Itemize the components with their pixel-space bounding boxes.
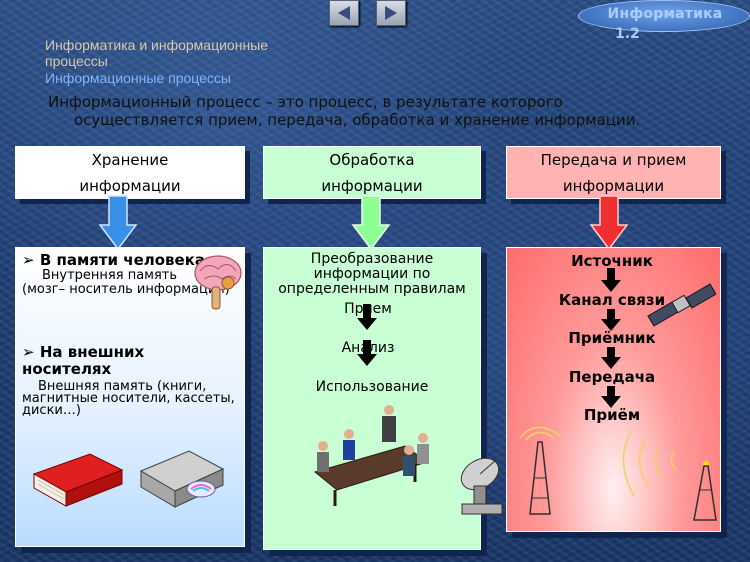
storage-item2-label2: носителях	[22, 360, 112, 378]
checkmark-icon: ➢	[22, 343, 35, 361]
down-arrow-small-icon	[601, 386, 621, 408]
brain-icon	[194, 255, 242, 310]
down-arrow-blue-icon	[98, 195, 138, 251]
antenna-tower-right-icon	[622, 429, 717, 521]
logo-number: 1.2	[615, 26, 640, 42]
processing-desc-line1: Преобразование	[310, 251, 434, 267]
down-arrow-small-icon	[601, 347, 621, 369]
definition-text: Информационный процесс – это процесс, в …	[48, 93, 728, 129]
antenna-tower-left-icon	[519, 426, 561, 515]
triangle-left-icon	[338, 6, 350, 20]
definition-line1: Информационный процесс – это процесс, в …	[48, 93, 563, 111]
triangle-right-icon	[385, 6, 397, 20]
next-slide-button[interactable]	[376, 0, 406, 26]
transfer-step3: Приёмник	[568, 329, 656, 347]
breadcrumb-line2: процессы	[45, 53, 108, 69]
transfer-step1: Источник	[571, 252, 653, 270]
down-arrow-small-icon	[357, 340, 377, 366]
processing-desc-line3: определенным правилам	[278, 281, 466, 297]
storage-item2-sub2: магнитные носители, кассеты,	[22, 391, 235, 406]
storage-item2-sub3: диски…)	[22, 403, 81, 418]
storage-item2-sub1: Внешняя память (книги,	[38, 379, 207, 394]
storage-item1-sub1: Внутренняя память	[42, 268, 178, 283]
down-arrow-small-icon	[357, 304, 377, 330]
transfer-step5: Приём	[583, 406, 641, 424]
course-logo	[578, 0, 750, 32]
header-processing-line2: информации	[321, 177, 423, 195]
storage-item2-label1: На внешних	[39, 343, 145, 361]
processing-step3: Использование	[315, 379, 429, 395]
header-storage-line1: Хранение	[91, 151, 169, 169]
processing-desc-line2: информации по	[313, 266, 431, 282]
down-arrow-small-icon	[601, 309, 621, 331]
header-transfer: Передача и прием информации	[506, 146, 721, 199]
header-transfer-line1: Передача и прием	[540, 151, 687, 169]
header-processing-line1: Обработка	[329, 151, 415, 169]
prev-slide-button[interactable]	[329, 0, 359, 26]
storage-item2-title: ➢ На внешних	[22, 343, 144, 361]
breadcrumb-line1: Информатика и информационные	[45, 37, 269, 53]
breadcrumb-current: Информационные процессы	[45, 70, 231, 86]
header-transfer-line2: информации	[562, 177, 665, 195]
logo-title: Информатика	[607, 6, 723, 22]
checkmark-icon: ➢	[22, 251, 35, 269]
satellite-icon	[647, 283, 716, 327]
satellite-dish-icon	[460, 457, 503, 515]
down-arrow-green-icon	[351, 195, 391, 251]
book-icon	[32, 453, 124, 507]
storage-item1-title: ➢ В памяти человека	[22, 251, 205, 269]
storage-item1-sub2: (мозг– носитель информации)	[22, 282, 230, 297]
down-arrow-red-icon	[589, 195, 629, 251]
down-arrow-small-icon	[601, 268, 621, 292]
header-storage: Хранение информации	[15, 146, 245, 199]
processing-panel	[263, 247, 481, 550]
disk-drive-icon	[139, 450, 225, 508]
meeting-people-icon	[313, 405, 429, 506]
processing-description: Преобразование информации по определенны…	[263, 252, 481, 297]
header-processing: Обработка информации	[263, 146, 481, 199]
header-storage-line2: информации	[79, 177, 181, 195]
transfer-step2: Канал связи	[558, 291, 666, 309]
storage-item1-label: В памяти человека	[39, 251, 206, 269]
transfer-step4: Передача	[568, 368, 656, 386]
definition-line2: осуществляется прием, передача, обработк…	[74, 111, 641, 129]
